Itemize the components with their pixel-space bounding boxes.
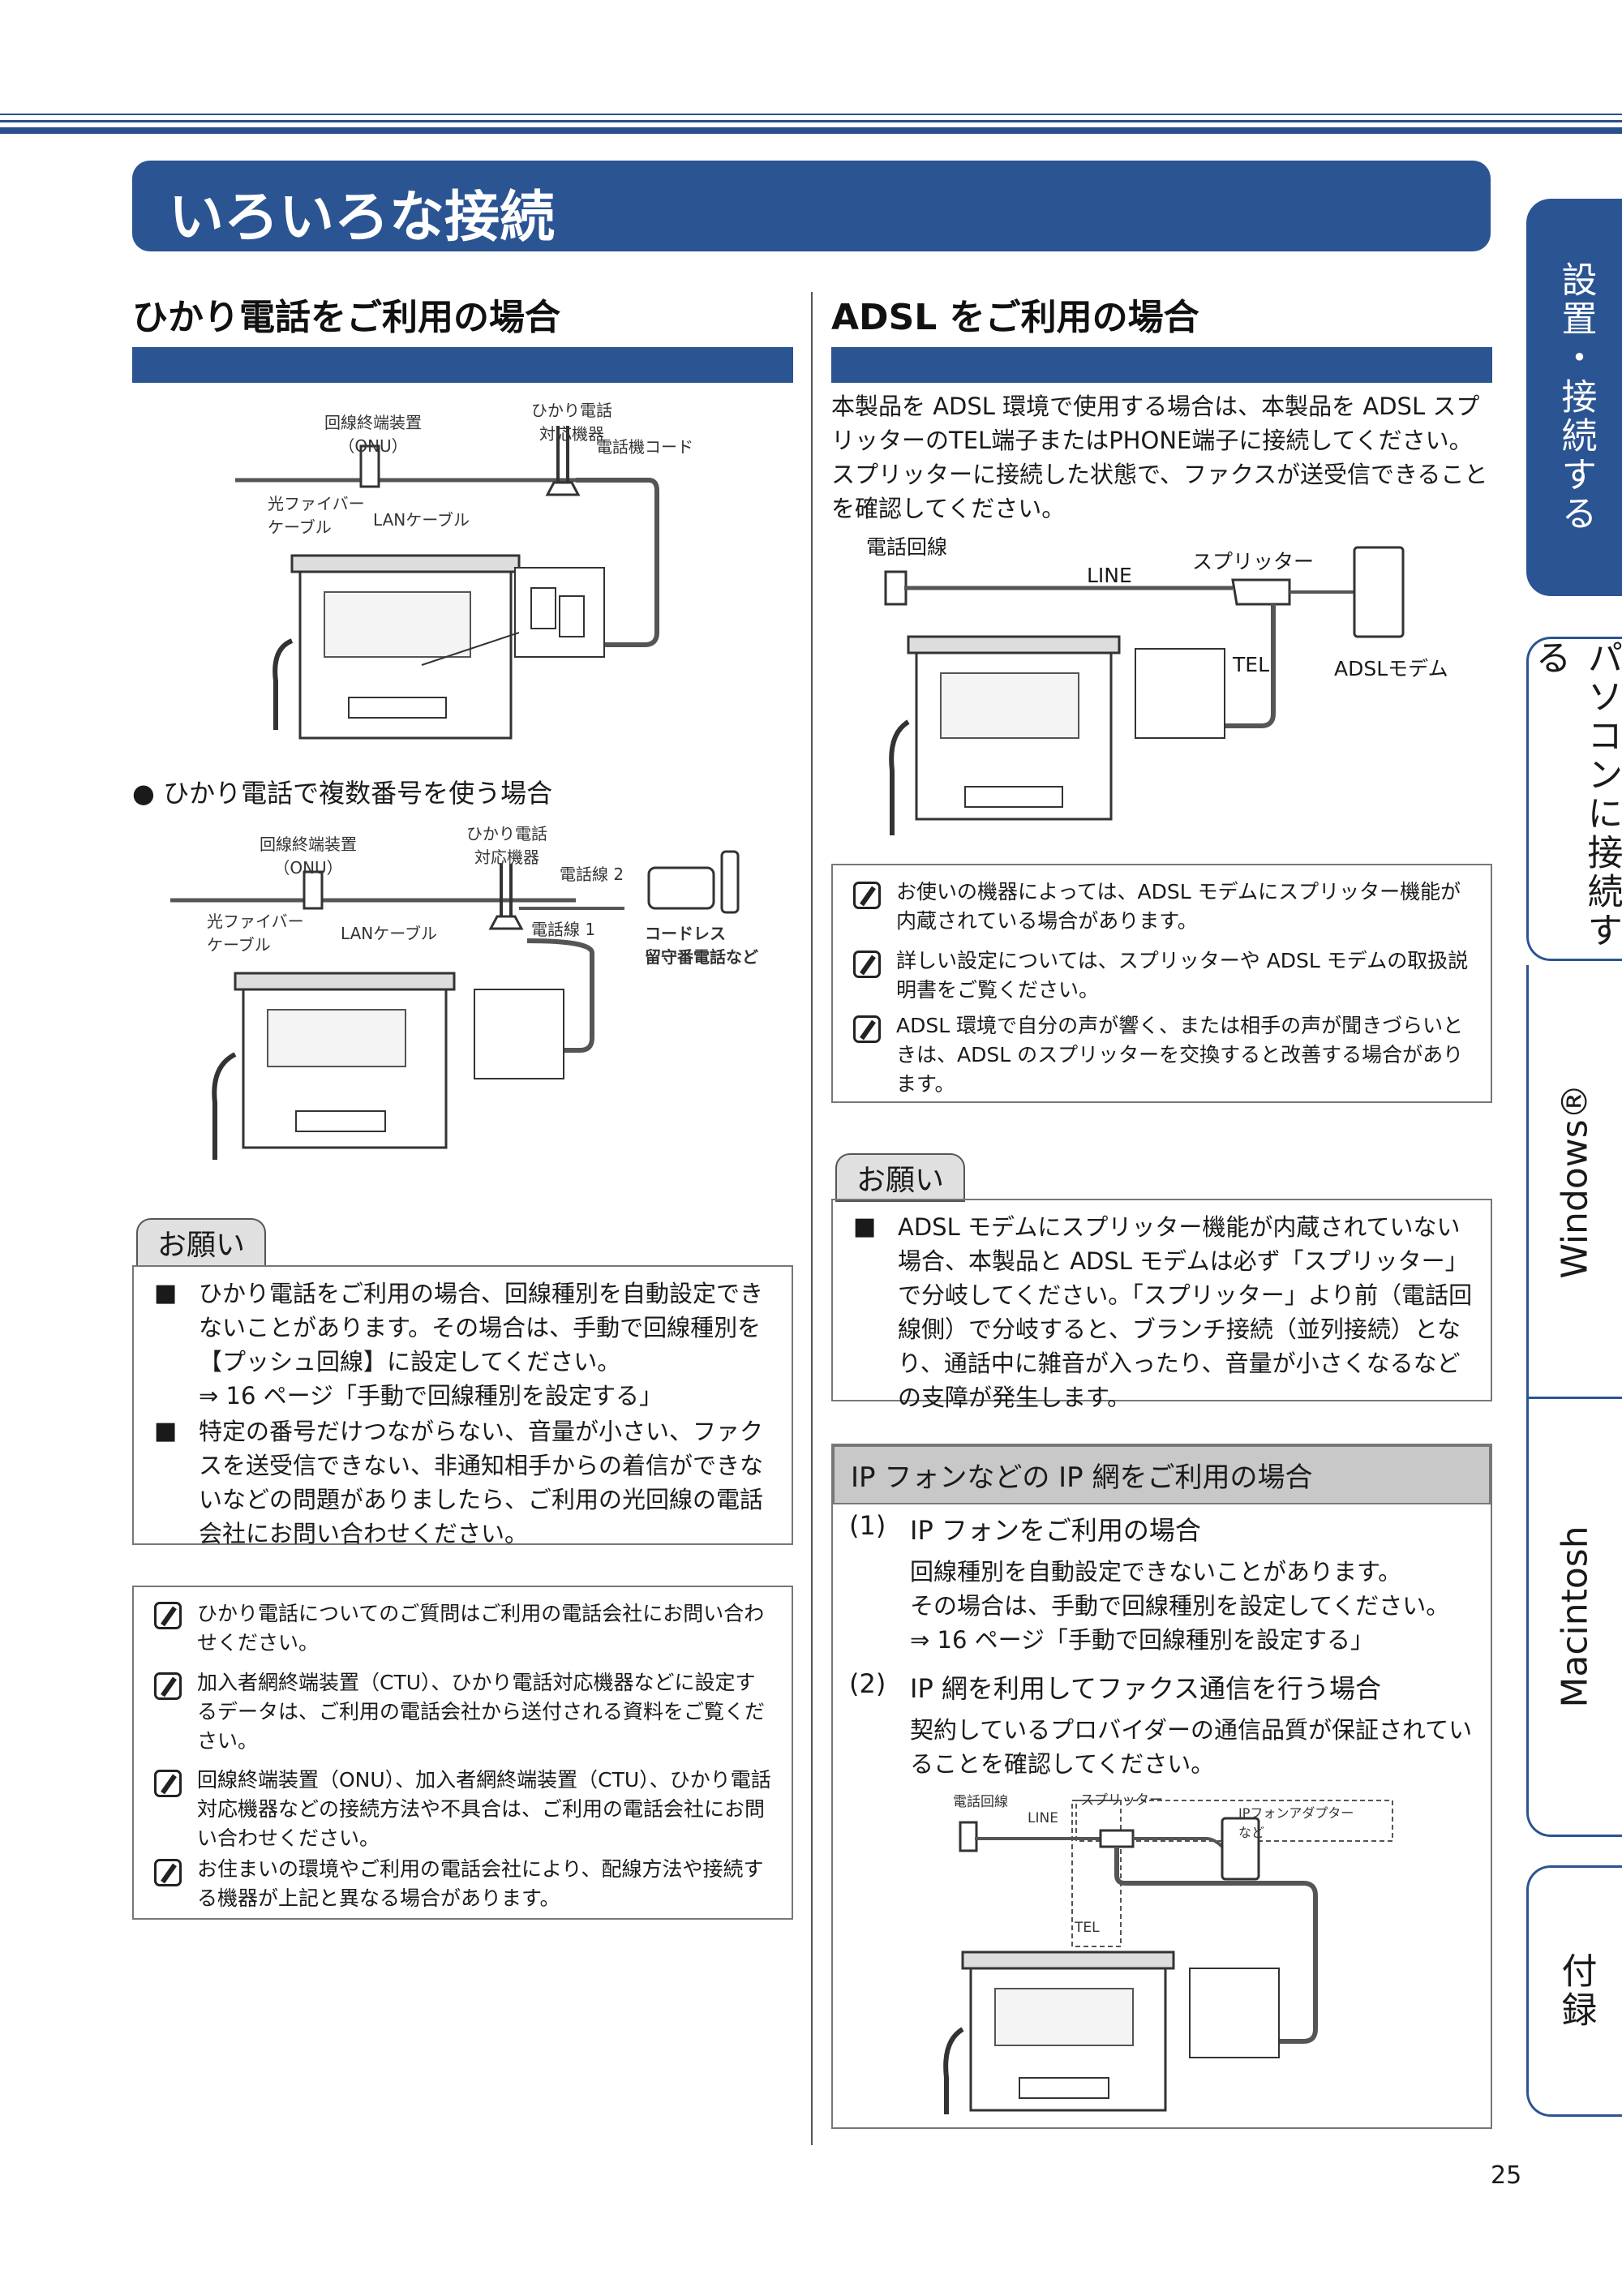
note-item: ひかり電話についてのご質問はご利用の電話会社にお問い合わせください。 — [197, 1602, 765, 1654]
onegai-item: ■ ADSL モデムにスプリッター機能が内蔵されていない場合、本製品と ADSL… — [853, 1212, 1473, 1411]
onegai-box-left: ■ ひかり電話をご利用の場合、回線種別を自動設定できないことがあります。その場合… — [132, 1265, 793, 1547]
tab-pc-connect[interactable]: パソコンに接続する — [1526, 637, 1622, 961]
onegai-tab-left: お願い — [136, 1218, 267, 1267]
fiber-cable-label: 光ファイバー ケーブル — [268, 494, 365, 537]
ip-adapter-label: IPフォンアダプター など — [1238, 1805, 1354, 1840]
splitter-label: スプリッター — [1192, 550, 1315, 573]
memo-icon — [853, 1015, 881, 1043]
ip-item-title: IP 網を利用してファクス通信を行う場合 — [910, 1673, 1381, 1704]
adsl-intro: 本製品を ADSL 環境で使用する場合は、本製品を ADSL スプリッターのTE… — [831, 393, 1488, 522]
hikari-device-label: ひかり電話 対応機器 — [531, 401, 612, 444]
onegai-item: ■ 特定の番号だけつながらない、音量が小さい、ファクスを送受信できない、非通知相… — [154, 1417, 764, 1547]
ip-item-body: 契約しているプロバイダーの通信品質が保証されていることを確認してください。 — [910, 1716, 1473, 1778]
hikari-device-label-2: ひかり電話 対応機器 — [466, 824, 547, 867]
memo-icon — [154, 1672, 182, 1700]
ip-item-body: 回線種別を自動設定できないことがあります。 その場合は、手動で回線種別を設定して… — [910, 1558, 1450, 1654]
memo-icon — [853, 951, 881, 978]
fiber-cable-label-2: 光ファイバー ケーブル — [207, 912, 304, 955]
tab-setup[interactable]: 設置・接続する — [1526, 199, 1622, 596]
ip-section-heading: IP フォンなどの IP 網をご利用の場合 — [833, 1445, 1491, 1504]
ip-section-box: IP フォンなどの IP 網をご利用の場合 (1) IP フォンをご利用の場合 … — [831, 1444, 1492, 2129]
onegai-item: ■ ひかり電話をご利用の場合、回線種別を自動設定できないことがあります。その場合… — [154, 1279, 764, 1410]
column-divider — [811, 292, 813, 2145]
page-title-bar: いろいろな接続 — [132, 161, 1491, 251]
adsl-connection-diagram — [884, 546, 1405, 835]
note-item: ADSL 環境で自分の声が響く、または相手の声が聞きづらいときは、ADSL のス… — [896, 1014, 1464, 1096]
memo-icon — [154, 1859, 182, 1886]
tab-appendix[interactable]: 付録 — [1526, 1865, 1622, 2117]
ip-connection-diagram — [943, 1800, 1393, 2114]
multi-number-heading: ● ひかり電話で複数番号を使う場合 — [132, 778, 553, 809]
note-item: お住まいの環境やご利用の電話会社により、配線方法や接続する機器が上記と異なる場合… — [197, 1857, 764, 1910]
ip-item-number: (1) — [849, 1510, 886, 1541]
ip-item-title: IP フォンをご利用の場合 — [910, 1515, 1201, 1546]
ip-splitter-label: スプリッター — [1080, 1792, 1163, 1809]
memo-icon — [154, 1602, 182, 1629]
page-title: いろいろな接続 — [169, 186, 556, 250]
line1-label: 電話線 1 — [531, 920, 596, 939]
tel-label: TEL — [1233, 653, 1269, 676]
notes-box-left: ひかり電話についてのご質問はご利用の電話会社にお問い合わせください。 加入者網終… — [132, 1586, 793, 1920]
tab-windows[interactable]: Windows® — [1526, 965, 1622, 1399]
hikari-connection-diagram — [235, 426, 659, 740]
onu-label-2: 回線終端装置 （ONU） — [260, 835, 357, 878]
ip-item-number: (2) — [849, 1668, 886, 1699]
memo-icon — [853, 882, 881, 909]
page-number: 25 — [1491, 2161, 1522, 2190]
tab-macintosh[interactable]: Macintosh — [1526, 1399, 1622, 1837]
section-bar — [132, 347, 793, 383]
memo-icon — [154, 1770, 182, 1797]
onu-label: 回線終端装置 （ONU） — [324, 413, 422, 456]
onegai-box-right: ■ ADSL モデムにスプリッター機能が内蔵されていない場合、本製品と ADSL… — [831, 1199, 1492, 1411]
phone-line-label: 電話回線 — [866, 535, 948, 559]
onegai-tab-right: お願い — [835, 1153, 966, 1202]
adsl-modem-label: ADSLモデム — [1334, 657, 1448, 680]
lan-cable-label-2: LANケーブル — [341, 924, 438, 943]
lan-cable-label: LANケーブル — [373, 510, 470, 530]
section-heading-adsl: ADSL をご利用の場合 — [831, 297, 1199, 338]
cordless-label: コードレス 留守番電話など — [645, 924, 758, 967]
ip-line-label: LINE — [1028, 1810, 1058, 1826]
section-bar — [831, 347, 1492, 383]
line-label: LINE — [1087, 564, 1132, 587]
note-item: お使いの機器によっては、ADSL モデムにスプリッター機能が内蔵されている場合が… — [896, 880, 1461, 933]
section-heading-hikari: ひかり電話をご利用の場合 — [132, 297, 560, 338]
multi-number-diagram — [170, 850, 740, 1160]
ip-tel-label: TEL — [1075, 1920, 1100, 1936]
ip-phone-line-label: 電話回線 — [953, 1794, 1008, 1810]
note-item: 詳しい設定については、スプリッターや ADSL モデムの取扱説明書をご覧ください… — [896, 949, 1469, 1002]
note-item: 回線終端装置（ONU）、加入者網終端装置（CTU）、ひかり電話対応機器などの接続… — [197, 1768, 771, 1850]
line2-label: 電話線 2 — [560, 865, 624, 884]
note-item: 加入者網終端装置（CTU）、ひかり電話対応機器などに設定するデータは、ご利用の電… — [197, 1671, 766, 1753]
phone-cord-label: 電話機コード — [596, 437, 693, 457]
notes-box-adsl: お使いの機器によっては、ADSL モデムにスプリッター機能が内蔵されている場合が… — [831, 864, 1492, 1103]
